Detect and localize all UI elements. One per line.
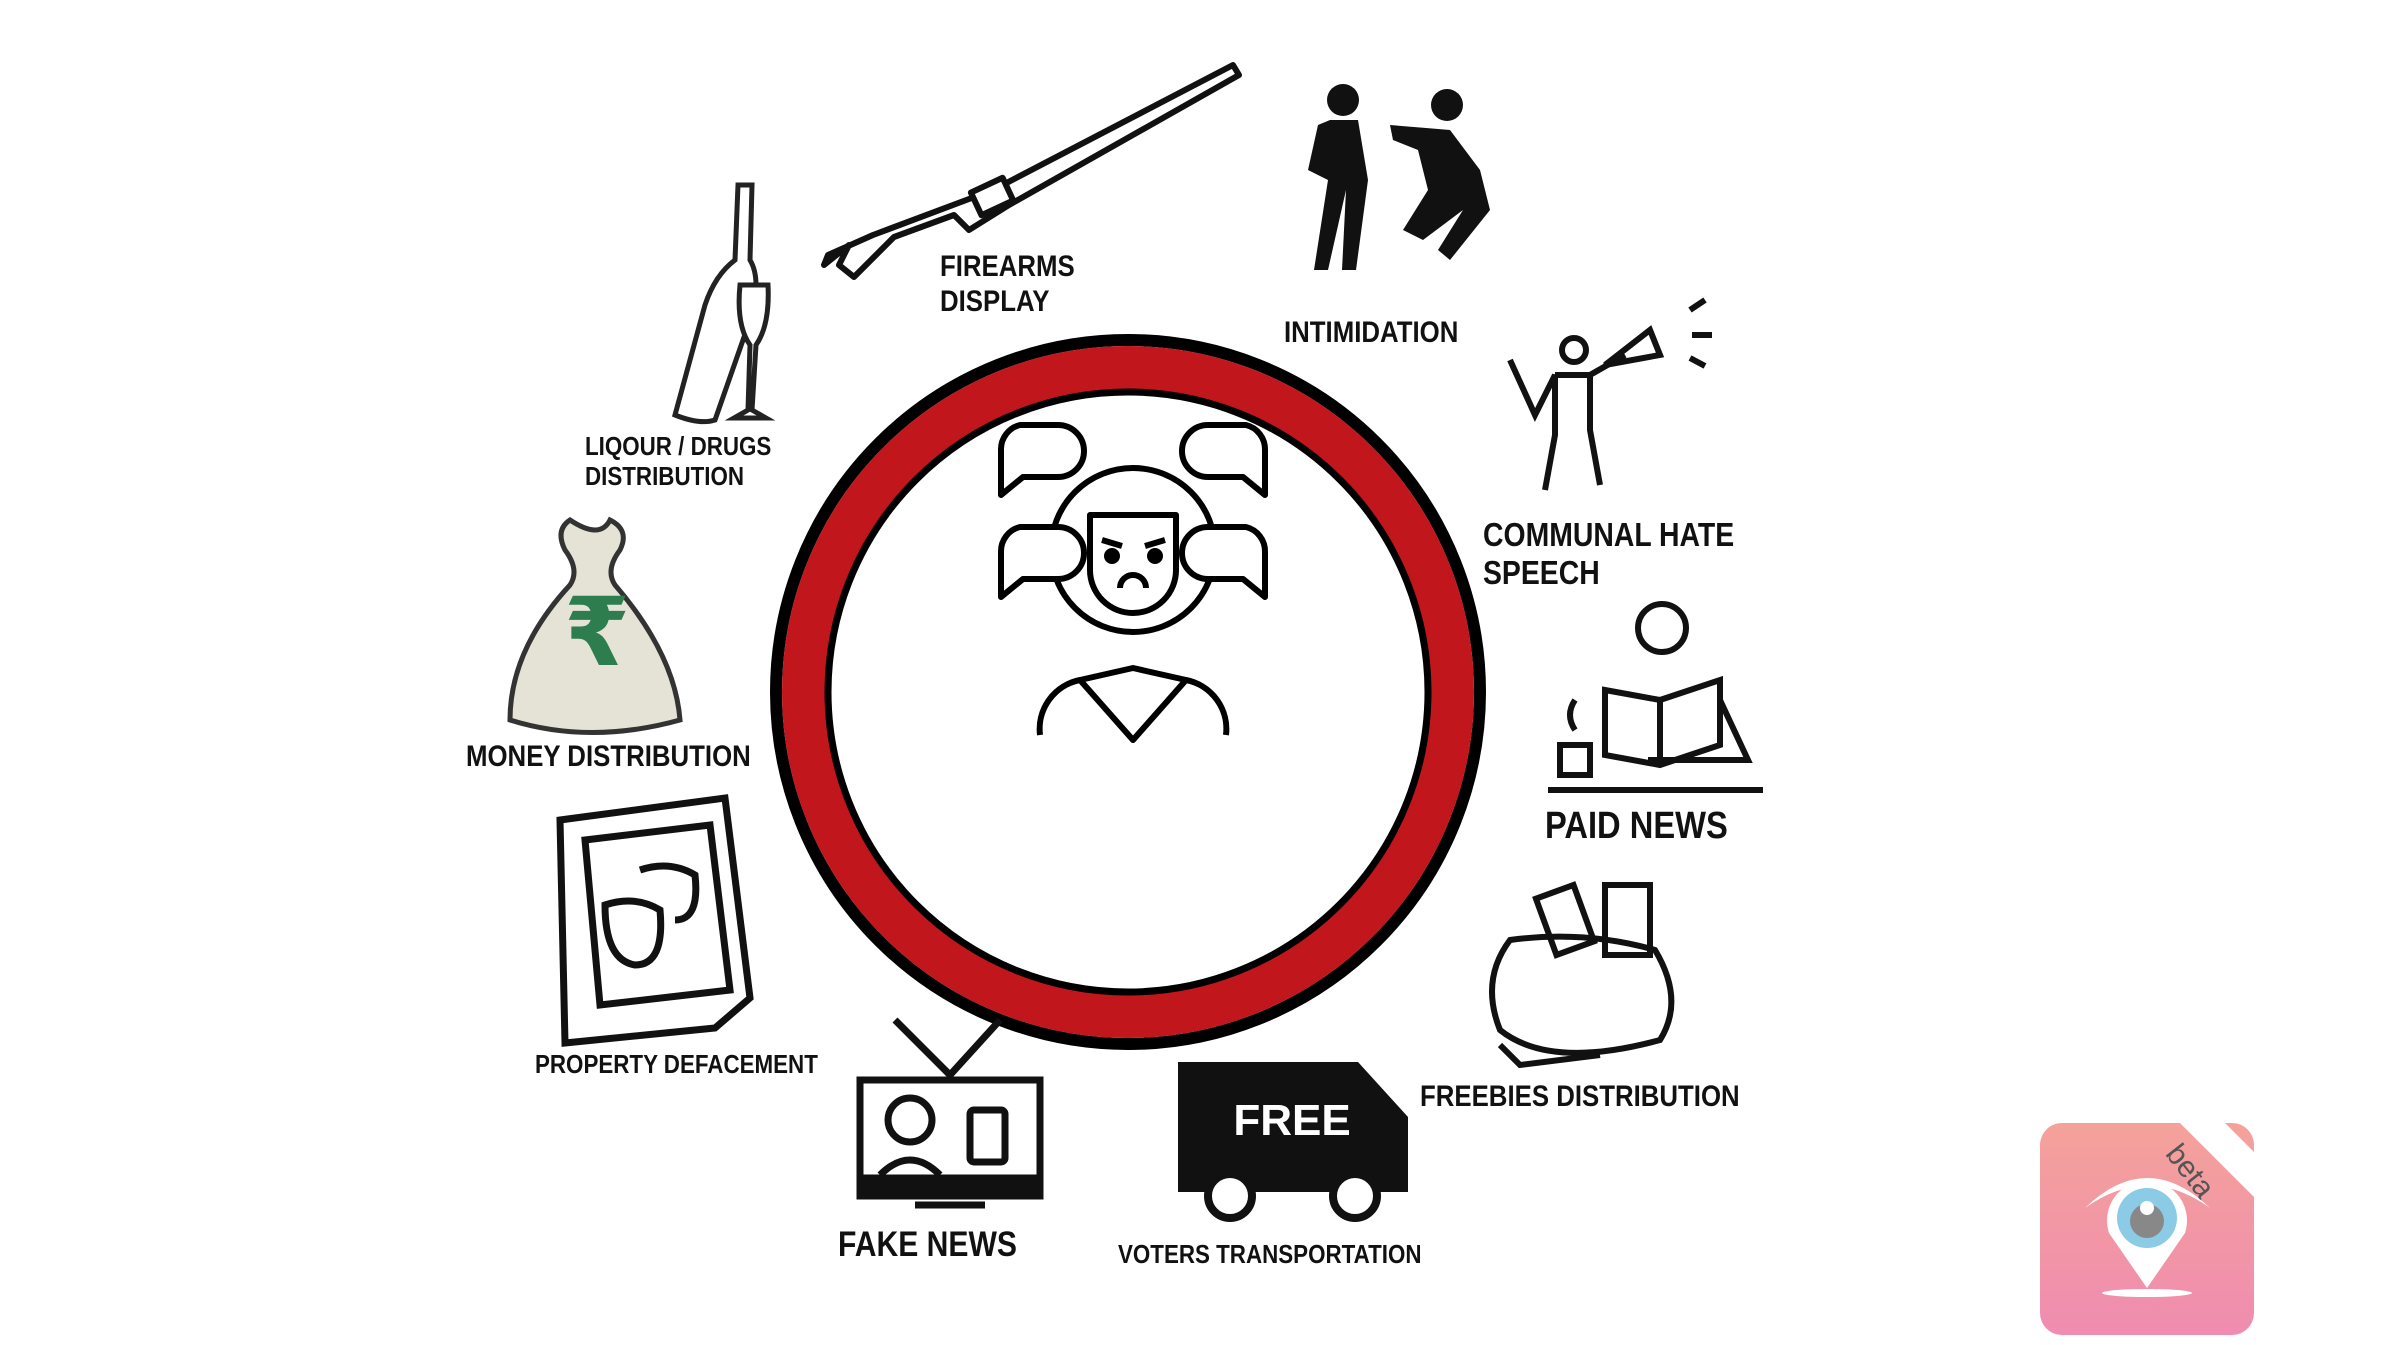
- money-bag-icon: ₹: [507, 516, 683, 735]
- bottle-glass-icon: [672, 182, 776, 425]
- app-badge: [2040, 1123, 2254, 1335]
- label-line: FREEBIES DISTRIBUTION: [1420, 1080, 1740, 1113]
- label-line: COMMUNAL HATE: [1483, 516, 1735, 553]
- rifle-icon: [821, 62, 1242, 280]
- reading-newspaper-icon: [1548, 601, 1763, 793]
- label-line: PAID NEWS: [1545, 805, 1728, 847]
- defaced-poster-icon: [556, 794, 754, 1047]
- label-property-defacement: PROPERTY DEFACEMENT: [535, 1049, 818, 1080]
- label-line: MONEY DISTRIBUTION: [466, 740, 751, 773]
- label-paid-news: PAID NEWS: [1545, 805, 1728, 849]
- label-line: INTIMIDATION: [1284, 316, 1459, 349]
- truck-icon: FREE: [1178, 1062, 1408, 1222]
- label-freebies-distribution: FREEBIES DISTRIBUTION: [1420, 1080, 1740, 1115]
- label-line: DISTRIBUTION: [585, 460, 745, 491]
- eye-location-pin-icon: [2085, 1178, 2210, 1297]
- angry-person-speech-bubbles-icon: [998, 422, 1268, 743]
- label-intimidation: INTIMIDATION: [1284, 316, 1458, 351]
- label-line: LIQOUR / DRUGS: [585, 431, 772, 461]
- label-line: PROPERTY DEFACEMENT: [535, 1049, 818, 1079]
- center-ring: [770, 334, 1486, 1050]
- tv-icon: [856, 1017, 1044, 1209]
- gift-sack-icon: [1489, 881, 1675, 1069]
- label-line: DISPLAY: [940, 284, 1050, 318]
- label-money-distribution: MONEY DISTRIBUTION: [466, 740, 751, 775]
- truck-free-text: FREE: [1233, 1096, 1350, 1145]
- label-fake-news: FAKE NEWS: [838, 1225, 1017, 1265]
- megaphone-person-icon: [1507, 297, 1712, 491]
- label-line: FAKE NEWS: [838, 1225, 1017, 1264]
- label-line: SPEECH: [1483, 553, 1600, 591]
- label-line: VOTERS TRANSPORTATION: [1118, 1239, 1422, 1269]
- label-line: FIREARMS: [940, 250, 1075, 283]
- fighting-people-icon: [1308, 84, 1490, 270]
- rupee-symbol: ₹: [564, 578, 630, 688]
- label-voters-transportation: VOTERS TRANSPORTATION: [1118, 1239, 1422, 1270]
